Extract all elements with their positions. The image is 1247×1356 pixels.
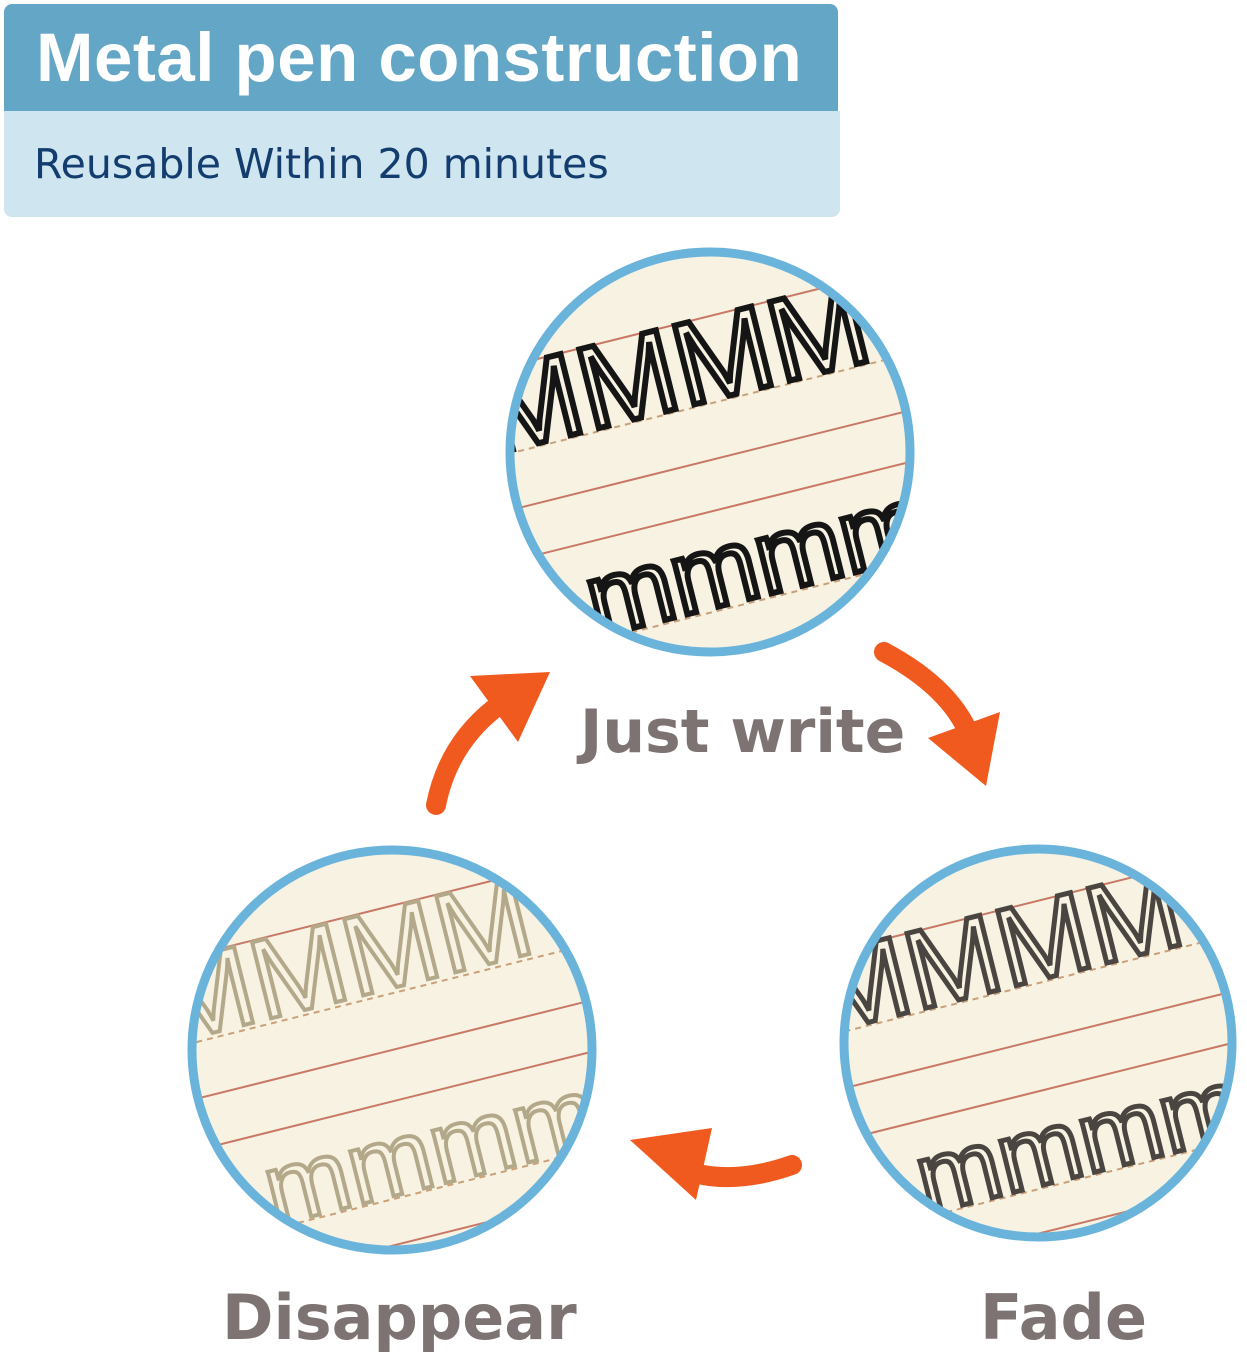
curved-arrow-icon <box>680 1155 802 1188</box>
step-label-disappear: Disappear <box>222 1281 577 1354</box>
step-circle-fade: MMMM mmmmm <box>807 842 1247 1274</box>
step-label-fade: Fade <box>980 1281 1147 1354</box>
subtitle-banner: Reusable Within 20 minutes <box>4 111 840 217</box>
curved-arrow-icon <box>426 698 505 815</box>
title-banner: Metal pen construction <box>4 4 838 111</box>
step-label-just-write: Just write <box>580 697 906 767</box>
curved-arrow-head-icon <box>928 712 1000 786</box>
step-circle-disappear: MMMM mmmmm <box>154 845 630 1288</box>
curved-arrow-head-icon <box>630 1128 712 1200</box>
page-subtitle: Reusable Within 20 minutes <box>34 139 609 188</box>
step-circle-just-write: MMMM mmmmm <box>472 247 948 690</box>
page-title: Metal pen construction <box>36 19 803 96</box>
curved-arrow-head-icon <box>470 672 550 742</box>
